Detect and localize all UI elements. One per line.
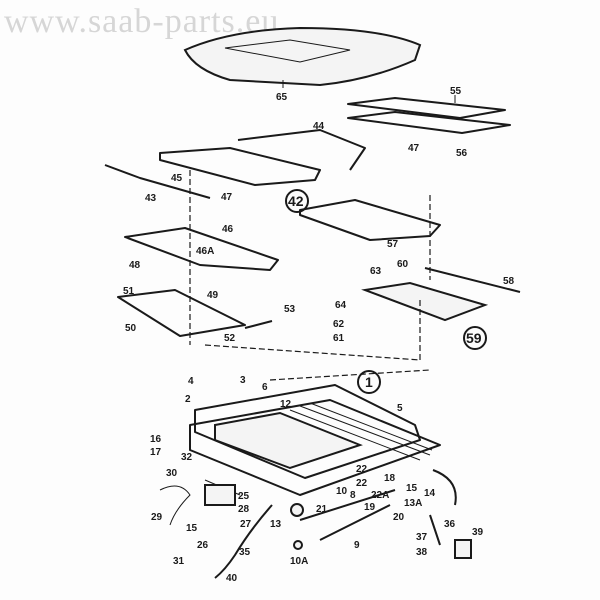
watermark: www.saab-parts.eu [4, 3, 279, 40]
drive-cable [299, 489, 396, 541]
callout-10a: 10A [290, 556, 308, 567]
callout-44: 44 [313, 121, 325, 132]
callout-8: 8 [350, 490, 356, 501]
connector [454, 539, 472, 559]
callout-42: 42 [288, 193, 304, 209]
callout-9: 9 [354, 540, 360, 551]
clip [293, 540, 303, 550]
callout-circle [463, 326, 487, 350]
callout-labels: 65 55 44 47 56 43 45 47 42 46 46A 48 57 … [123, 86, 515, 584]
callout-64: 64 [335, 300, 347, 311]
seal-strip [237, 129, 366, 171]
callout-47: 47 [221, 192, 233, 203]
callout-38: 38 [416, 547, 428, 558]
callout-26: 26 [197, 540, 209, 551]
callout-22: 22 [356, 464, 368, 475]
sunshade-panel [117, 289, 246, 337]
inner-frame [124, 227, 279, 271]
callout-63: 63 [370, 266, 382, 277]
callout-4: 4 [188, 376, 194, 387]
motor [204, 484, 236, 506]
callout-16: 16 [150, 434, 162, 445]
callout-25: 25 [238, 491, 250, 502]
roof-panel [183, 26, 422, 88]
callout-61: 61 [333, 333, 345, 344]
callout-39: 39 [472, 527, 484, 538]
callout-58: 58 [503, 276, 515, 287]
sunroof-cassette [189, 384, 441, 496]
callout-14: 14 [424, 488, 436, 499]
callout-52: 52 [224, 333, 236, 344]
callout-3: 3 [240, 375, 246, 386]
callout-19: 19 [364, 502, 376, 513]
callout-28: 28 [238, 504, 250, 515]
callout-47: 47 [408, 143, 420, 154]
callout-56: 56 [456, 148, 468, 159]
tray-panel [361, 281, 489, 322]
callout-22a: 22A [371, 490, 389, 501]
callout-40: 40 [226, 573, 238, 584]
callout-60: 60 [397, 259, 409, 270]
callout-48: 48 [129, 260, 141, 271]
callout-13a: 13A [404, 498, 422, 509]
drain-hose-left [214, 504, 273, 579]
callout-37: 37 [416, 532, 428, 543]
callout-50: 50 [125, 323, 137, 334]
callout-17: 17 [150, 447, 162, 458]
seal-frames [347, 95, 511, 134]
callout-27: 27 [240, 519, 252, 530]
callout-15: 15 [406, 483, 418, 494]
callout-55: 55 [450, 86, 462, 97]
rail-strip [424, 267, 521, 293]
drain-hose-right [429, 469, 457, 546]
guide-rail [104, 164, 211, 199]
callout-62: 62 [333, 319, 345, 330]
callout-18: 18 [384, 473, 396, 484]
callout-46: 46 [222, 224, 234, 235]
callout-10: 10 [336, 486, 348, 497]
callout-30: 30 [166, 468, 178, 479]
callout-49: 49 [207, 290, 219, 301]
callout-circle [285, 189, 309, 213]
callout-1: 1 [365, 374, 373, 390]
callout-57: 57 [387, 239, 399, 250]
callout-29: 29 [151, 512, 163, 523]
glass-frame [159, 147, 321, 186]
gear-part [290, 503, 304, 517]
callout-circle [357, 370, 381, 394]
callout-13: 13 [270, 519, 282, 530]
callout-22: 22 [356, 478, 368, 489]
callout-12: 12 [280, 399, 292, 410]
callout-21: 21 [316, 504, 328, 515]
callout-43: 43 [145, 193, 157, 204]
callout-32: 32 [181, 452, 193, 463]
callout-46a: 46A [196, 246, 214, 257]
callout-20: 20 [393, 512, 405, 523]
callout-53: 53 [284, 304, 296, 315]
callout-5: 5 [397, 403, 403, 414]
callout-35: 35 [239, 547, 251, 558]
callout-36: 36 [444, 519, 456, 530]
callout-59: 59 [466, 330, 482, 346]
callout-15: 15 [186, 523, 198, 534]
callout-31: 31 [173, 556, 185, 567]
callout-65: 65 [276, 92, 288, 103]
callout-45: 45 [171, 173, 183, 184]
callout-2: 2 [185, 394, 191, 405]
seal-ring [299, 199, 441, 241]
callout-51: 51 [123, 286, 135, 297]
callout-6: 6 [262, 382, 268, 393]
